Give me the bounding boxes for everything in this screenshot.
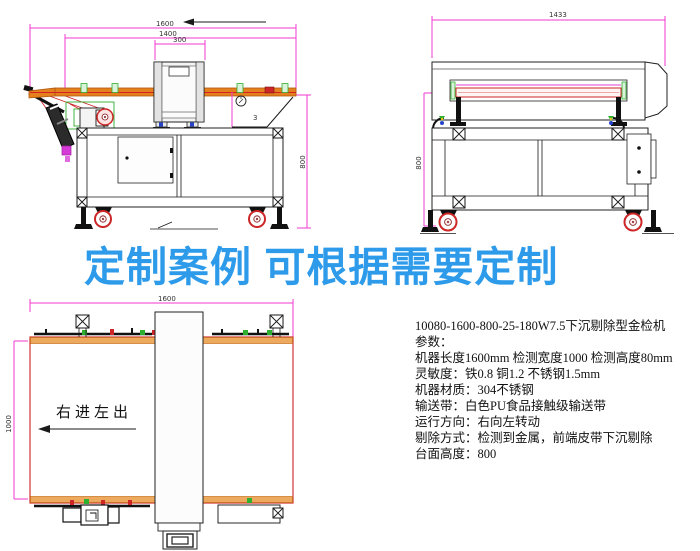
left-arrow-icon [38,425,50,433]
spec-line-sensitivity: 灵敏度：铁0.8 铜1.2 不锈钢1.5mm [415,367,601,381]
drive-motor-assembly [62,504,120,526]
outfeed-support: 3 [231,92,294,128]
side-panel [626,133,652,185]
spec-line-params-header: 参数： [415,335,453,349]
part-label: 3 [253,114,257,122]
lower-frame [431,127,657,211]
support-posts [75,314,284,337]
dim-belt-length: 1400 [159,30,177,38]
spec-line-table-height: 台面高度：800 [415,447,497,461]
end-view-drawing: 1433 800 [415,11,674,234]
end-view-dimensions: 1433 800 [415,11,666,227]
flow-direction: 右进左出 [38,404,136,433]
control-panel-top [157,522,201,550]
top-view-drawing: 1600 1000 [5,295,294,550]
cabinet-door [117,136,174,184]
dim-detector-width: 300 [173,36,186,44]
dim-length: 1600 [158,295,176,303]
direction-arrow-icon [183,18,266,26]
edge-components-top [34,328,289,336]
display-window [168,66,190,77]
casters-and-feet [74,207,289,230]
detector-band-top [154,311,204,524]
flow-direction-label: 右进左出 [56,404,132,421]
page-title: 定制案例 可根据需要定制 [84,244,559,290]
table-top-feet [432,116,625,129]
casters-and-feet [420,210,674,234]
dim-total-length: 1600 [156,20,174,28]
dim-height: 800 [415,156,423,169]
outfeed-box [217,504,284,524]
top-view-dimensions: 1600 1000 [5,295,294,500]
spec-line-material: 机器材质：304不锈钢 [415,383,534,397]
spec-line-size: 机器长度1600mm 检测宽度1000 检测高度80mm [415,351,673,365]
side-view-drawing: 1600 1400 300 800 [23,18,311,230]
dim-height: 800 [299,155,307,168]
detection-tunnel [449,79,628,126]
side-view-dimensions: 1600 1400 300 800 [29,20,311,229]
spec-line-reject: 剔除方式：检测到金属，前端皮带下沉剔除 [415,431,653,445]
spec-line-belt: 输送带：白色PU食品接触级输送带 [415,399,606,413]
spec-line-model: 10080-1600-800-25-180W7.5下沉剔除型金检机 [415,319,666,333]
dim-total-width: 1433 [549,11,567,19]
spec-line-direction: 运行方向：右向左转动 [415,415,541,429]
spec-list: 10080-1600-800-25-180W7.5下沉剔除型金检机 参数： 机器… [415,318,700,462]
metal-detector-head [153,61,205,130]
cabinet-frame [76,127,284,208]
dim-width: 1000 [5,415,13,433]
